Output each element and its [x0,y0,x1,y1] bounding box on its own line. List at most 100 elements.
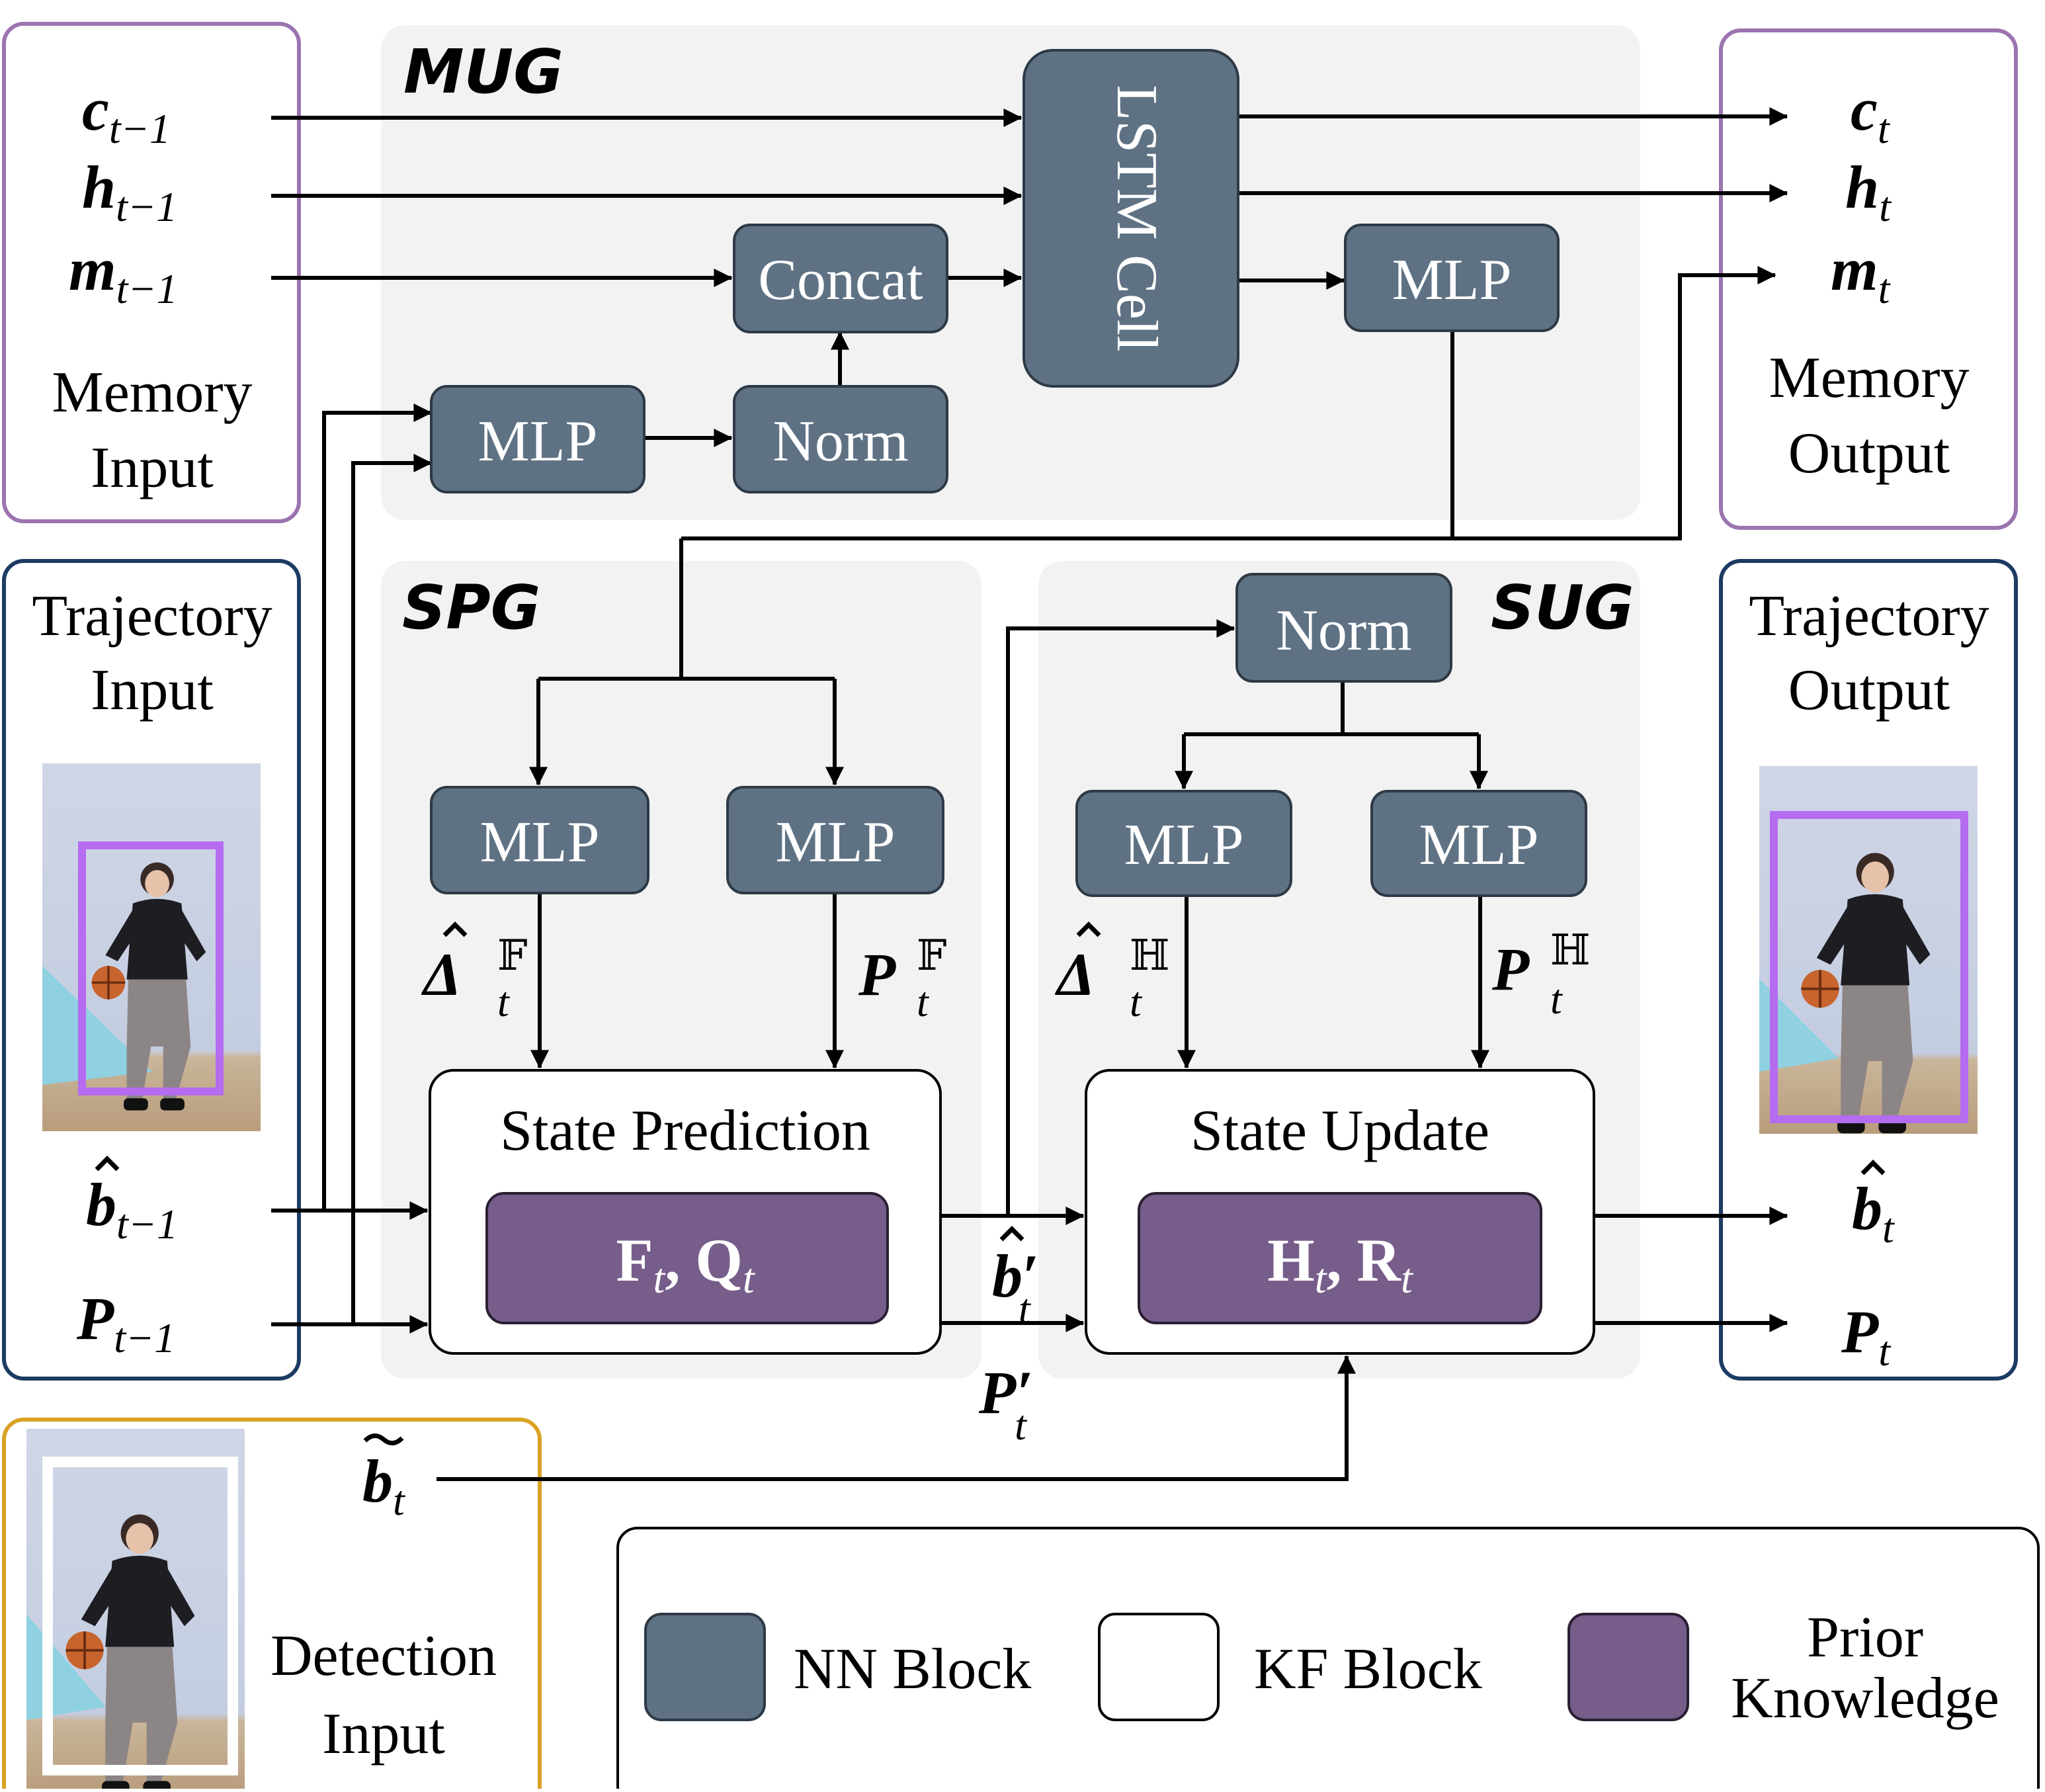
trajectory-output-label-2: Output [1788,658,1950,722]
tracking-box [1770,811,1968,1123]
trajectory-output-label-1: Trajectory [1749,584,1989,648]
svg-text:Δ: Δ [421,941,462,1008]
symbol-h-t: ht [1845,153,1892,230]
prior-update-box [1138,1192,1542,1324]
legend: NN Block KF Block Prior Knowledge [616,1527,2040,1792]
trajectory-input-label-1: Trajectory [32,584,272,648]
symbol-c-t: ct [1851,75,1891,152]
memory-output-panel [1719,28,2018,530]
memory-output-label-2: Output [1788,421,1950,486]
sug-mlp-right-block: MLP [1370,790,1587,897]
sug-mlp-left-block: MLP [1075,790,1292,897]
symbol-m-t: mt [1831,235,1892,312]
state-update-block: State Update Ht, Rt [1085,1069,1595,1355]
svg-text:bt: bt [362,1447,406,1524]
detection-input-panel [2,1418,542,1792]
trajectory-output-panel [1719,559,2018,1381]
mug-norm-block: Norm [733,385,948,493]
hat-accent [95,1156,120,1172]
svg-text:t: t [1550,976,1564,1023]
concat-block: Concat [733,224,948,333]
symbol-p-t: Pt [1841,1298,1892,1375]
svg-text:bt−1: bt−1 [86,1171,178,1248]
sug-title: SUG [1491,572,1634,643]
svg-text:P: P [858,941,896,1008]
mug-title: MUG [403,36,563,107]
state-update-label: State Update [1190,1099,1489,1163]
sug-mlp-left-label: MLP [1124,813,1244,877]
svg-text:t: t [917,978,930,1025]
svg-text:𝔽: 𝔽 [917,932,946,979]
svg-text:bt: bt [1852,1175,1896,1252]
svg-text:ℍ: ℍ [1550,927,1590,974]
memory-output-label-1: Memory [1769,346,1969,410]
trajectory-input-panel [2,559,301,1381]
trajectory-input-photo [42,763,261,1131]
mug-mlp-out-label: MLP [1392,248,1512,312]
legend-prior-label-1: Prior [1807,1605,1923,1670]
spg-mlp-right-block: MLP [726,786,944,894]
sug-norm-block: Norm [1235,573,1452,683]
detection-box [42,1457,238,1775]
sug-mlp-right-label: MLP [1419,813,1539,877]
symbol-m-prev: mt−1 [69,235,178,312]
svg-text:t: t [497,978,511,1025]
svg-text:P: P [1491,935,1530,1003]
svg-text:ℍ: ℍ [1130,932,1169,979]
mug-mlp-in-block: MLP [430,385,646,493]
memory-input-panel [2,22,301,523]
sug-norm-label: Norm [1276,599,1411,663]
spg-mlp-left-block: MLP [430,786,649,894]
mug-norm-label: Norm [772,409,908,474]
symbol-c-prev: ct−1 [82,75,171,152]
trajectory-input-label-2: Input [91,658,214,722]
concat-label: Concat [758,248,923,312]
trajectory-output-photo [1759,766,1978,1135]
connectors [271,107,1788,1481]
symbol-p-h: P ℍ t [1491,927,1590,1023]
detection-input-label-2: Input [322,1702,445,1766]
spg-mlp-right-label: MLP [776,810,896,875]
detection-input-label-1: Detection [271,1624,497,1688]
memory-input-label-1: Memory [52,361,252,425]
prior-prediction-box [485,1192,889,1324]
symbol-b-pred: b′t [992,1226,1040,1332]
symbol-h-prev: ht−1 [82,153,177,230]
memory-input-label-2: Input [91,436,214,500]
svg-text:t: t [1130,978,1143,1025]
symbol-delta-h: Δ ℍ t [1054,921,1169,1025]
symbol-b-t: bt [1852,1160,1896,1252]
state-prediction-label: State Prediction [500,1099,870,1163]
hat-accent [1076,921,1101,937]
svg-text:Δ: Δ [1054,941,1095,1008]
legend-prior-swatch [1567,1613,1689,1721]
prior-prediction-label: Ft, Qt [616,1226,756,1302]
prior-update-label: Ht, Rt [1267,1226,1414,1302]
lstm-cell-block: LSTM Cell [1023,49,1239,388]
hat-accent [999,1226,1024,1242]
symbol-p-prev: Pt−1 [76,1285,175,1361]
symbol-p-pred: P′t [978,1359,1033,1449]
mug-mlp-in-label: MLP [478,409,598,474]
tracking-box [78,841,224,1095]
legend-kf-label: KF Block [1254,1637,1482,1701]
symbol-p-f: P 𝔽 t [858,932,946,1025]
legend-prior-label-2: Knowledge [1731,1666,1999,1730]
mug-mlp-out-block: MLP [1344,224,1560,332]
symbol-b-det: bt [362,1433,406,1524]
svg-text:b′t: b′t [992,1242,1040,1332]
spg-title: SPG [402,572,540,643]
hat-accent [1860,1160,1886,1175]
symbol-delta-f: Δ 𝔽 t [421,921,527,1025]
legend-nn-label: NN Block [794,1637,1031,1701]
spg-mlp-left-label: MLP [480,810,600,875]
hat-accent [442,921,468,937]
legend-kf-swatch [1098,1613,1220,1721]
tilde-accent [363,1433,404,1445]
symbol-b-prev: bt−1 [86,1156,178,1248]
svg-text:𝔽: 𝔽 [497,932,527,979]
legend-nn-swatch [644,1613,766,1721]
state-prediction-block: State Prediction Ft, Qt [429,1069,942,1355]
